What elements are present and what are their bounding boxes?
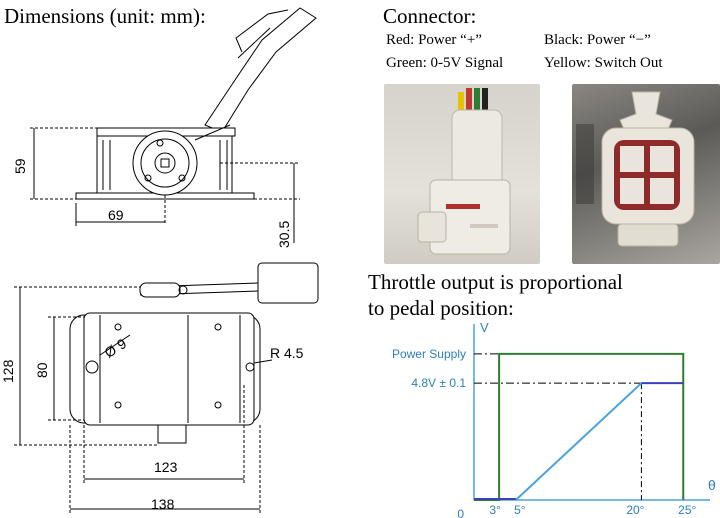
- top-width-outer-label: 138: [151, 496, 175, 512]
- wire-yellow-label: Yellow: Switch Out: [544, 55, 663, 71]
- x-tick-5: 5°: [514, 503, 526, 517]
- y-tick-power-supply: Power Supply: [392, 347, 466, 361]
- top-height-inner-label: 80: [34, 362, 50, 378]
- x-tick-25: 25°: [678, 503, 696, 517]
- side-height-label: 59: [12, 158, 28, 174]
- top-height-outer-label: 128: [0, 359, 16, 383]
- top-width-inner-label: 123: [154, 459, 178, 475]
- y-axis-label: V: [480, 320, 489, 335]
- radius-label: R 4.5: [270, 345, 304, 361]
- side-offset-label: 30.5: [276, 220, 292, 248]
- wire-black-label: Black: Power “−”: [544, 32, 651, 48]
- connector-side-photo: [384, 84, 540, 264]
- dimensions-title: Dimensions (unit: mm):: [4, 4, 206, 28]
- series-line-1: [515, 382, 643, 501]
- x-tick-3: 3°: [489, 503, 501, 517]
- wire-green-label: Green: 0-5V Signal: [386, 55, 504, 71]
- side-width-label: 69: [108, 207, 124, 223]
- connector-title: Connector:: [383, 4, 477, 28]
- throttle-chart: Vθ Power Supply 4.8V ± 0.1 0 3° 5° 20° 25°: [392, 320, 716, 518]
- x-axis-label: θ: [708, 477, 716, 493]
- side-view-drawing: [30, 7, 317, 243]
- series-line-0: [474, 352, 685, 501]
- y-tick-four-eight-volt: 4.8V ± 0.1: [411, 376, 466, 390]
- throttle-caption-line2: to pedal position:: [368, 296, 514, 320]
- wire-red-label: Red: Power “+”: [386, 32, 482, 48]
- x-tick-20: 20°: [626, 503, 644, 517]
- connector-front-photo: [572, 84, 720, 264]
- throttle-caption-line1: Throttle output is proportional: [368, 270, 623, 294]
- top-view-drawing: [14, 262, 319, 513]
- y-tick-zero: 0: [457, 507, 464, 518]
